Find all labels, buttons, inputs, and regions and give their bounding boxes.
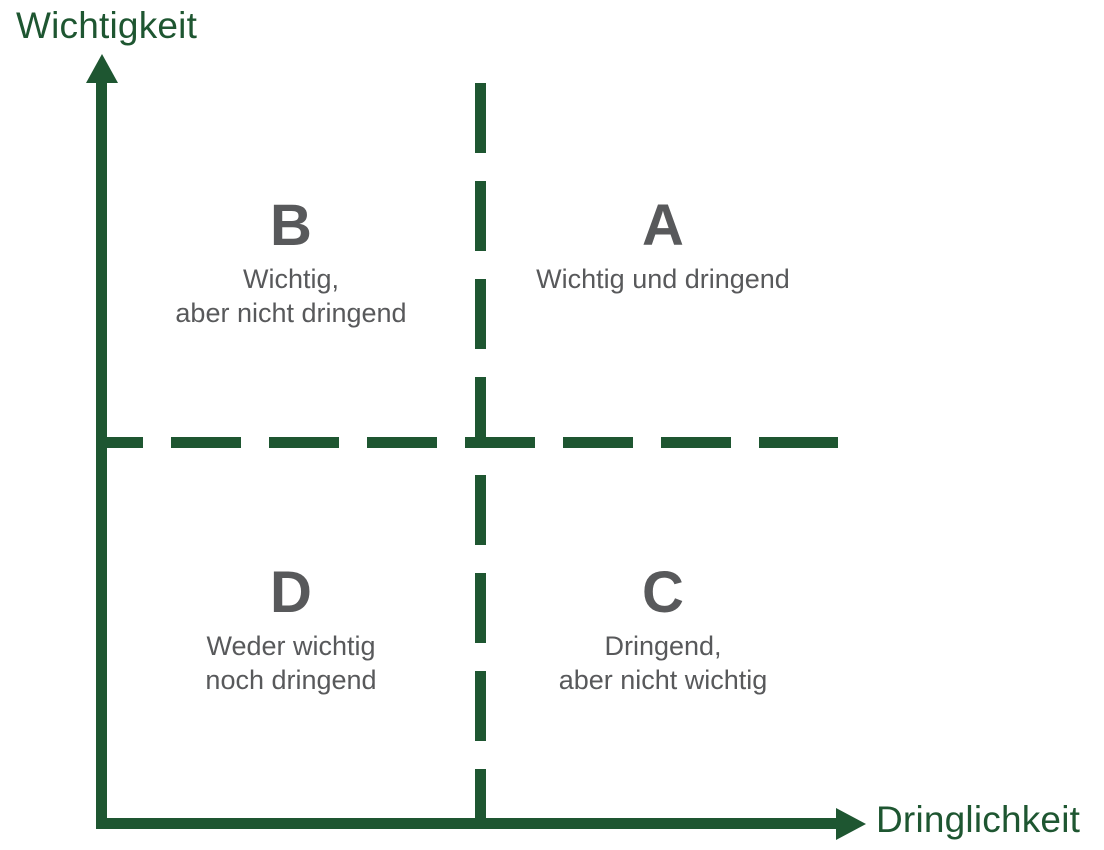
- quadrant-d-description: Weder wichtig noch dringend: [205, 629, 376, 697]
- quadrant-a-letter: A: [642, 193, 684, 258]
- quadrant-c-description-line-1: Dringend,: [604, 631, 722, 661]
- horizontal-dashed-divider: [100, 437, 838, 448]
- vertical-dashed-divider: [475, 83, 486, 818]
- quadrant-a-description-line-1: Wichtig und dringend: [536, 264, 790, 294]
- quadrant-c: C Dringend, aber nicht wichtig: [486, 564, 840, 697]
- y-axis-arrowhead-icon: [86, 54, 118, 83]
- quadrant-b: B Wichtig, aber nicht dringend: [107, 197, 475, 330]
- y-axis-label: Wichtigkeit: [16, 5, 198, 46]
- quadrant-b-description: Wichtig, aber nicht dringend: [175, 262, 406, 330]
- quadrant-c-description: Dringend, aber nicht wichtig: [559, 629, 768, 697]
- quadrant-c-letter: C: [642, 560, 684, 625]
- quadrant-d-letter: D: [270, 560, 312, 625]
- y-axis-line: [96, 80, 107, 828]
- quadrant-b-letter: B: [270, 193, 312, 258]
- quadrant-d-description-line-1: Weder wichtig: [206, 631, 376, 661]
- quadrant-d-description-line-2: noch dringend: [205, 665, 377, 695]
- quadrant-c-description-line-2: aber nicht wichtig: [558, 665, 768, 695]
- quadrant-d: D Weder wichtig noch dringend: [107, 564, 475, 697]
- quadrant-a: A Wichtig und dringend: [486, 197, 840, 296]
- x-axis-label: Dringlichkeit: [876, 799, 1081, 840]
- quadrant-b-description-line-1: Wichtig,: [242, 264, 339, 294]
- x-axis-line: [96, 818, 837, 829]
- x-axis-arrowhead-icon: [836, 808, 866, 840]
- quadrant-a-description: Wichtig und dringend: [536, 262, 790, 296]
- quadrant-b-description-line-2: aber nicht dringend: [175, 298, 407, 328]
